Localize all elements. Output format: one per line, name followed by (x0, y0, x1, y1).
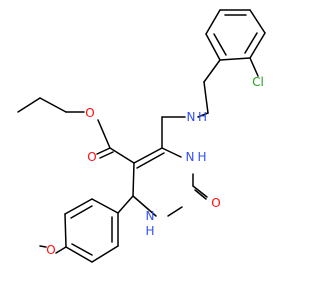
ester-double-oxygen-label: O (87, 150, 96, 164)
dihydropyrimidine-ring (132, 147, 208, 217)
ester-bonds (96, 119, 135, 164)
aminomethyl-linker (161, 81, 209, 149)
ring-nitrogen-top-label: N (186, 150, 195, 164)
chlorophenyl-ring (203, 9, 266, 83)
ring-nitrogen-top-hydrogen-label: H (197, 150, 206, 164)
ring-nitrogen-bottom-label: N (146, 209, 155, 223)
carbonyl-oxygen-label: O (211, 196, 220, 210)
methoxy-oxygen-label: O (46, 243, 55, 257)
molecule-diagram: O O N H Cl N H N H O O (17, 9, 266, 263)
ethyl-group (17, 97, 85, 113)
structure-canvas: O O N H Cl N H N H O O (17, 9, 266, 263)
amine-nitrogen-label: N (187, 110, 196, 124)
ring-nitrogen-bottom-hydrogen-label: H (145, 224, 154, 238)
chlorine-label: Cl (252, 75, 264, 89)
amine-hydrogen-label: H (198, 110, 207, 124)
ester-single-oxygen-label: O (85, 106, 94, 120)
methoxyphenyl-ring (39, 195, 134, 263)
